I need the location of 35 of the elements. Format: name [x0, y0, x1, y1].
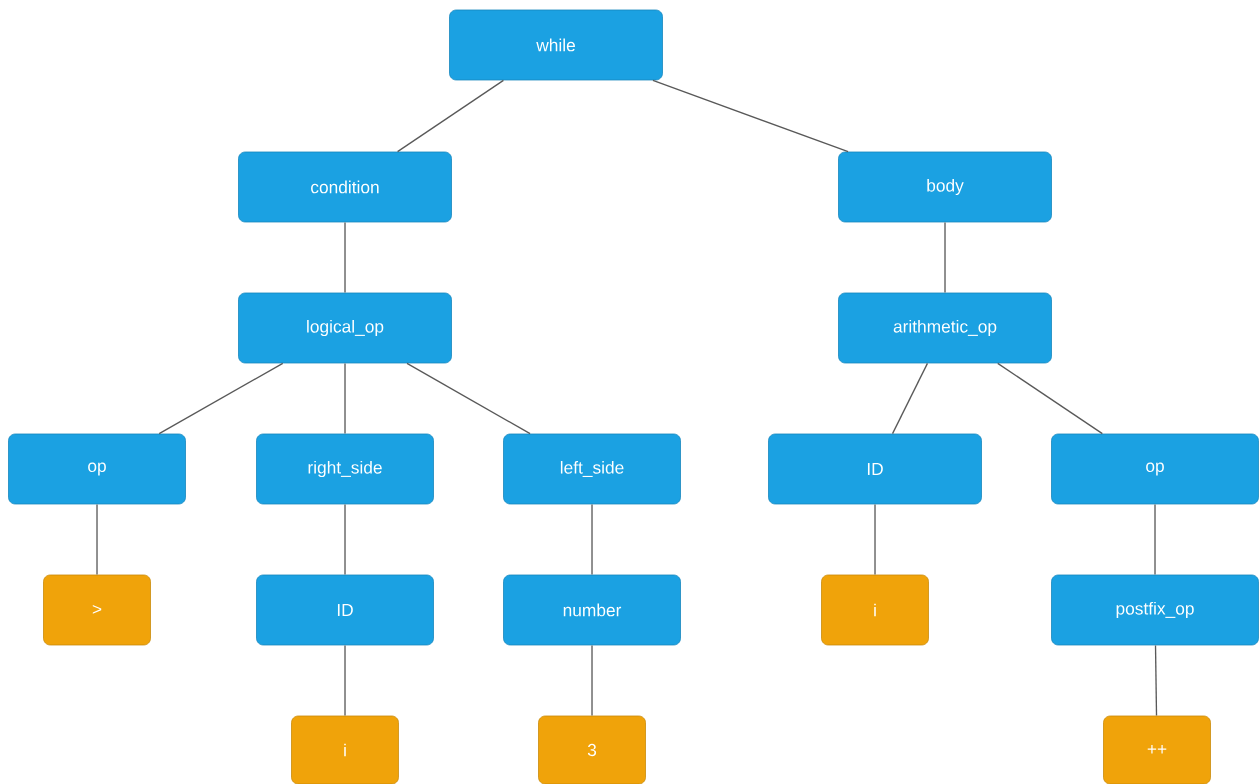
connector-line — [652, 79, 849, 153]
connector-line — [591, 503, 593, 576]
connector-line — [891, 362, 929, 435]
tree-node-box: ID — [768, 433, 982, 505]
connector-line — [344, 644, 346, 717]
tree-node-box: condition — [238, 151, 452, 223]
connector-line — [406, 362, 531, 435]
connector-line — [344, 503, 346, 576]
leaf-node-box: ++ — [1103, 715, 1211, 784]
connector-line — [1154, 503, 1156, 576]
leaf-node-box: 3 — [538, 715, 646, 784]
connector-line — [344, 221, 346, 294]
tree-node-box: logical_op — [238, 292, 452, 364]
tree-node-box: op — [8, 433, 186, 505]
tree-node-box: right_side — [256, 433, 434, 505]
tree-node-box: op — [1051, 433, 1259, 505]
tree-node-box: postfix_op — [1051, 574, 1259, 646]
tree-node-box: ID — [256, 574, 434, 646]
connector-line — [396, 79, 505, 153]
tree-node-box: body — [838, 151, 1052, 223]
tree-node-box: left_side — [503, 433, 681, 505]
leaf-node-box: i — [821, 574, 929, 646]
tree-node-box: while — [449, 9, 663, 81]
connector-line — [1154, 644, 1158, 717]
connector-line — [591, 644, 593, 717]
connector-line — [96, 503, 98, 576]
tree-node-box: number — [503, 574, 681, 646]
connector-line — [874, 503, 876, 576]
connector-line — [944, 221, 946, 294]
tree-node-box: arithmetic_op — [838, 292, 1052, 364]
leaf-node-box: > — [43, 574, 151, 646]
leaf-node-box: i — [291, 715, 399, 784]
connector-line — [158, 362, 284, 435]
connector-line — [344, 362, 346, 435]
connector-line — [997, 362, 1103, 435]
